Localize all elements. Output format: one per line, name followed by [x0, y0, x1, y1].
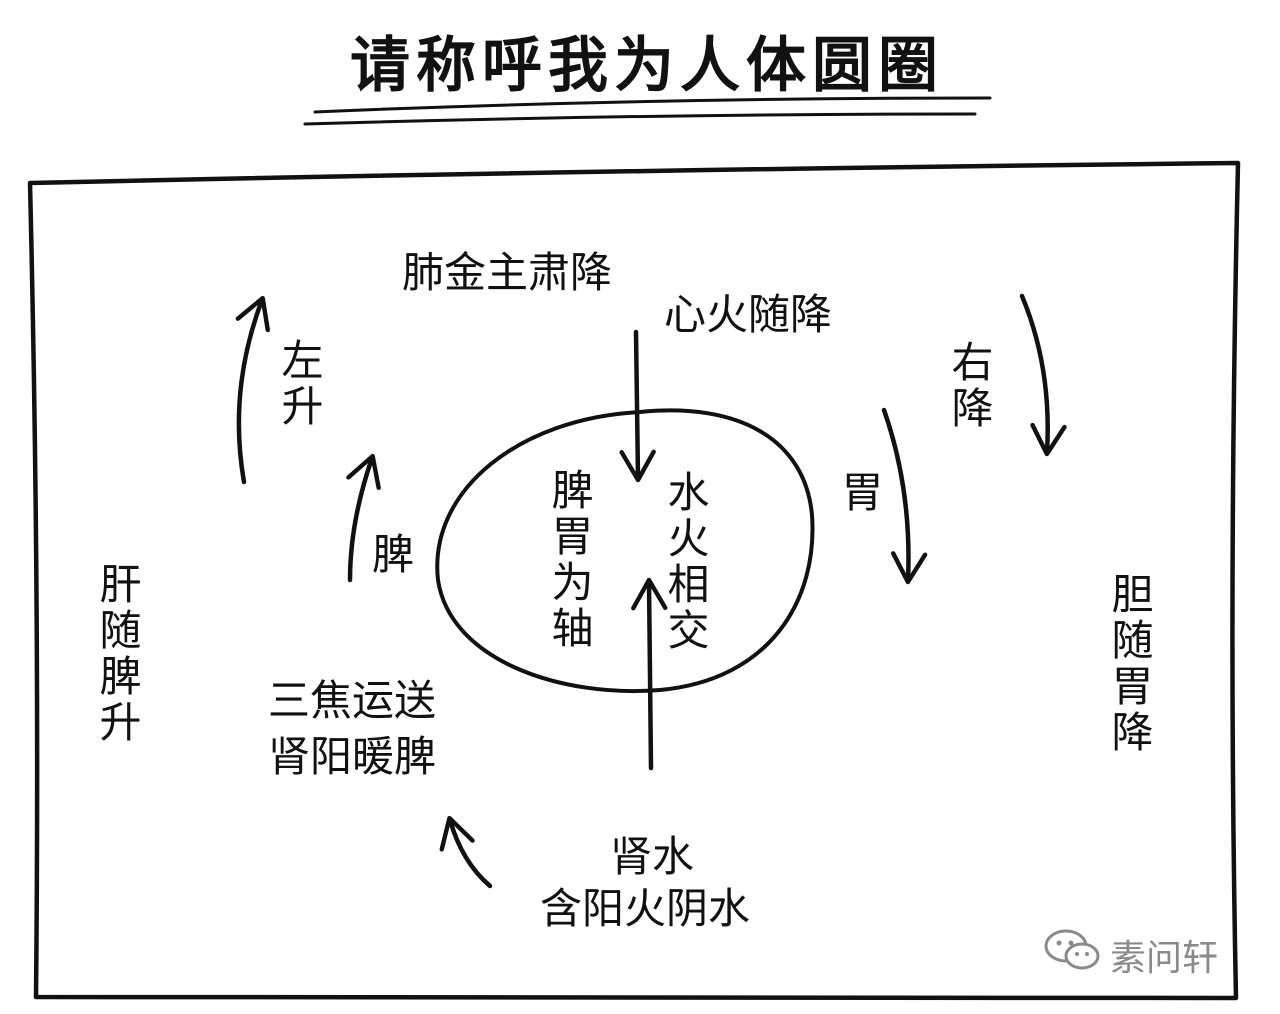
arrow-kidney-to-sanjiao — [439, 815, 493, 889]
wechat-icon — [1042, 926, 1102, 983]
arrow-left-rise — [235, 295, 270, 485]
arrow-kidney-up — [631, 577, 668, 771]
arrow-stomach-down — [881, 407, 928, 585]
label-axis: 脾胃为轴 — [545, 468, 594, 652]
label-gallbladder: 胆随胃降 — [1105, 572, 1154, 756]
frame — [27, 160, 1241, 1002]
label-kidney-yang: 肾阳暖脾 — [268, 732, 437, 781]
arrow-right-descend — [1019, 293, 1067, 457]
label-left-rise: 左升 — [275, 338, 324, 430]
label-right-descend: 右降 — [945, 340, 994, 432]
title-underline-2 — [303, 112, 977, 126]
center-circle — [435, 408, 815, 693]
label-sanjiao: 三焦运送 — [268, 676, 437, 725]
label-heart: 心火随降 — [664, 290, 833, 339]
watermark: 素问轩 — [1042, 926, 1218, 983]
arrow-heart-down — [619, 329, 656, 483]
label-stomach: 胃 — [835, 470, 884, 516]
label-yang-fire: 含阳火阴水 — [540, 884, 751, 933]
diagram-title: 请称呼我为人体圆圈 — [350, 31, 944, 101]
label-water-fire: 水火相交 — [661, 470, 710, 654]
watermark-text: 素问轩 — [1110, 937, 1219, 979]
label-spleen: 脾 — [372, 530, 415, 579]
label-lung: 肺金主肃降 — [402, 248, 613, 297]
arrow-spleen-up — [346, 453, 381, 583]
label-kidney-water: 肾水 — [610, 832, 695, 881]
label-liver: 肝随脾升 — [93, 562, 142, 746]
title-underline-1 — [313, 96, 992, 114]
